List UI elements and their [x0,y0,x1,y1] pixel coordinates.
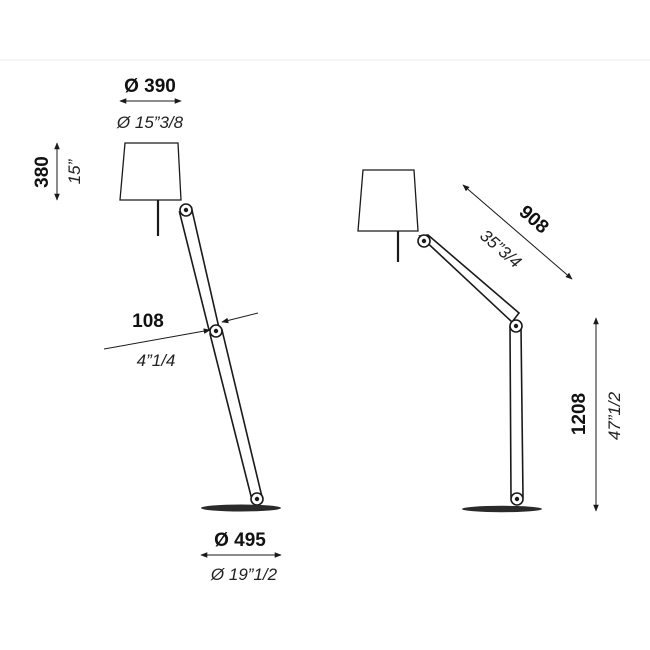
side-top-joint-pin [421,238,427,244]
lower-height-metric: 1208 [569,393,590,435]
front-base-joint-pin [254,496,260,502]
shade-height-imperial: 15” [65,158,84,184]
front-mid-joint-pin [213,328,219,334]
front-lamp-shade [119,142,182,201]
front-lower-arm [209,328,263,502]
front-upper-arm [178,206,220,331]
dim-shade-height: 380 15” [32,142,84,201]
arm-width-imperial: 4”1/4 [137,351,176,370]
side-base-plate [462,505,542,513]
side-mid-joint-pin [513,323,519,329]
side-lower-arm [509,326,524,498]
shade-diameter-imperial: Ø 15”3/8 [116,113,184,132]
front-top-joint-pin [183,207,189,213]
lower-height-imperial: 47”1/2 [605,391,624,440]
side-view [357,169,542,513]
dim-shade-diameter: Ø 390 Ø 15”3/8 [116,76,184,132]
base-diameter-metric: Ø 495 [214,530,266,551]
dim-arm-width: 108 4”1/4 [103,311,259,370]
base-diameter-imperial: Ø 19”1/2 [210,565,278,584]
dim-upper-arm-length: 908 35”3/4 [462,184,573,280]
shade-diameter-metric: Ø 390 [124,76,176,97]
dim-base-diameter: Ø 495 Ø 19”1/2 [200,530,282,584]
upper-arm-length-line [462,184,573,280]
front-view [119,142,281,512]
side-lamp-shade [357,169,419,232]
front-base-plate [201,504,281,512]
shade-height-metric: 380 [32,156,53,188]
dim-lower-height: 1208 47”1/2 [569,317,624,512]
arm-width-line-left [103,328,211,350]
side-base-joint-pin [514,496,520,502]
arm-width-metric: 108 [132,311,164,332]
arm-width-line-right [221,312,259,324]
upper-arm-length-metric: 908 [515,202,553,239]
